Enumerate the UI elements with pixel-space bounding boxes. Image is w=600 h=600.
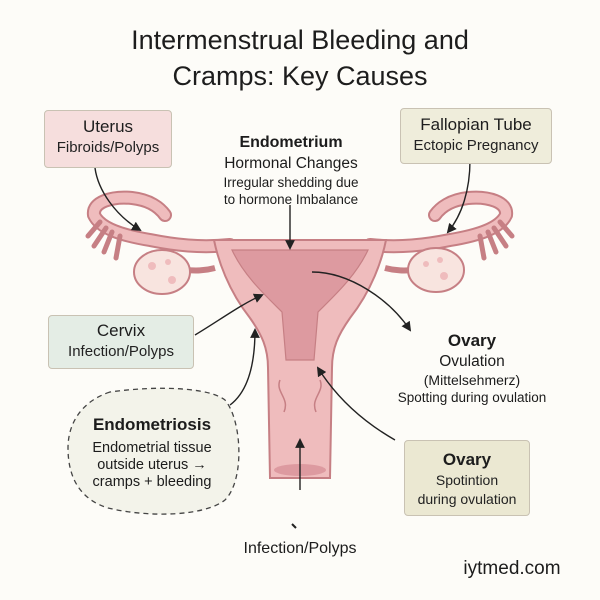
tick-bottom [291,523,297,529]
uterus-heading: Uterus [82,117,134,136]
page-title: Intermenstrual Bleeding and Cramps: Key … [0,22,600,94]
fallopian-heading: Fallopian Tube [420,115,532,134]
ovary-right-note: Spotting during ovulation [397,390,547,405]
right-ovary [384,247,465,293]
endometriosis-line-3: cramps + bleeding [92,474,212,490]
endometriosis-line-2: outside uterus → [97,457,207,473]
uterus-label-box: Uterus Fibroids/Polyps [44,110,172,168]
endometrium-note-1: Irregular shedding due [223,175,359,190]
bottom-label: Infection/Polyps [200,540,400,558]
cervix-heading: Cervix [96,321,146,340]
arrows [94,159,471,529]
ovary-right-paren: (Mittelsehmerz) [423,372,521,388]
bottom-label-text: Infection/Polyps [243,540,357,557]
endometrium-sub: Hormonal Changes [224,155,358,172]
ovary-box-heading: Ovary [442,450,492,469]
ovary-spotting-box: Ovary Spotintion during ovulation [404,440,530,516]
ovary-ovulation-label: Ovary Ovulation (Mittelsehmerz) Spotting… [372,330,572,406]
ovary-right-sub: Ovulation [439,353,505,370]
cervix-label-box: Cervix Infection/Polyps [48,315,194,369]
endometriosis-label: Endometriosis Endometrial tissue outside… [72,414,232,491]
right-fallopian-tube [363,190,515,261]
endometrium-note-2: to hormone Imbalance [223,192,359,207]
uterus-detail: Fibroids/Polyps [56,139,160,156]
cervix-detail: Infection/Polyps [68,343,174,360]
left-fallopian-tube [85,190,237,261]
arrow-fallopian [446,159,471,234]
fallopian-detail: Ectopic Pregnancy [413,137,539,154]
endometrium-heading: Endometrium [239,134,343,151]
arrow-cervix [194,293,264,336]
ovary-box-line-1: Spotintion [435,472,499,488]
arrow-endometriosis [229,328,260,406]
fallopian-tube-label-box: Fallopian Tube Ectopic Pregnancy [400,108,552,164]
endometriosis-line-1: Endometrial tissue [92,440,212,456]
footer-text: iytmed.com [463,558,561,579]
footer-watermark: iytmed.com [442,558,582,580]
endometriosis-heading: Endometriosis [92,415,212,434]
arrow-ovary [311,271,412,332]
title-line-1: Intermenstrual Bleeding and [131,25,469,55]
ovary-right-heading: Ovary [447,331,497,350]
arrow-ovary-box [316,366,396,441]
ovary-box-line-2: during ovulation [417,491,517,507]
endometriosis-outline [67,387,240,515]
title-line-2: Cramps: Key Causes [172,61,428,91]
endometrium-label: Endometrium Hormonal Changes Irregular s… [196,132,386,208]
left-ovary [133,249,216,295]
arrow-uterus [94,167,142,232]
